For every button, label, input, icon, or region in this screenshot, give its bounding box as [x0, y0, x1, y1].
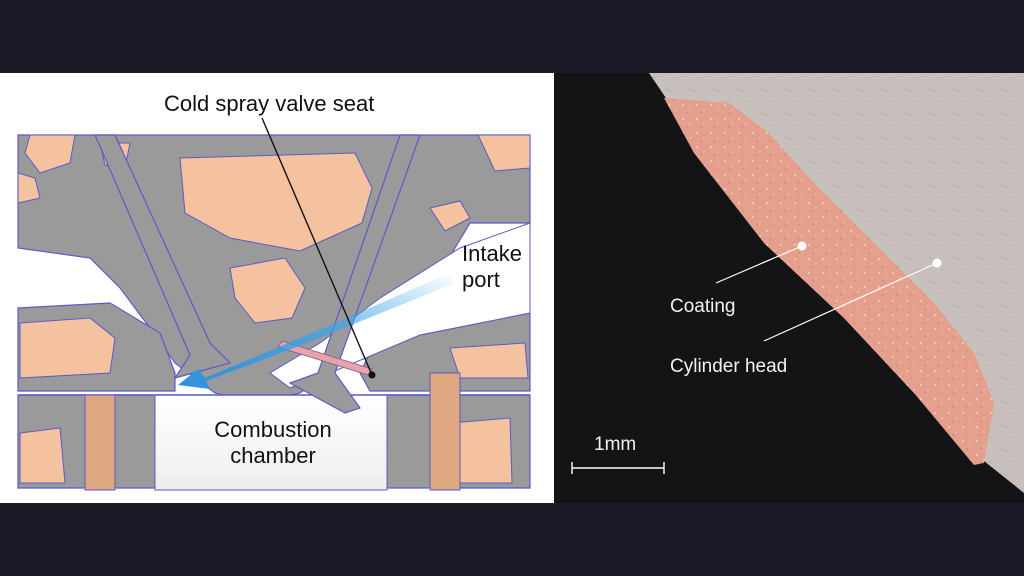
intake-port-label: Intake port: [462, 241, 522, 292]
scale-bar-label: 1mm: [594, 434, 637, 455]
valve-seat-leader: [261, 117, 373, 376]
valve-seat-label: Cold spray valve seat: [164, 91, 375, 116]
coolant-cores: [17, 134, 531, 484]
combustion-chamber-label: Combustion chamber: [214, 417, 332, 468]
cold-spray-valve-seat: [277, 340, 373, 376]
coating-leader: [715, 245, 803, 284]
coating-label: Coating: [670, 296, 736, 317]
diagram-drawing: [17, 117, 531, 491]
cylinder-head-leader: [763, 262, 938, 342]
cross-section-diagram: Cold spray valve seat Intake port Combus…: [0, 73, 554, 503]
liner-right: [429, 372, 461, 491]
scale-bar: [571, 462, 665, 474]
micrograph-panel: Coating Cylinder head 1mm: [554, 73, 1024, 503]
micrograph-image: [554, 73, 1024, 503]
liner-left: [84, 394, 116, 491]
intake-valve: [288, 134, 421, 414]
coating-marker: [797, 241, 807, 251]
cylinder-head-label: Cylinder head: [670, 356, 788, 377]
valve-seat-marker: [368, 371, 376, 379]
cylinder-head-marker: [932, 258, 942, 268]
exhaust-valve: [94, 134, 232, 379]
intake-flow-arrow: [178, 273, 455, 389]
